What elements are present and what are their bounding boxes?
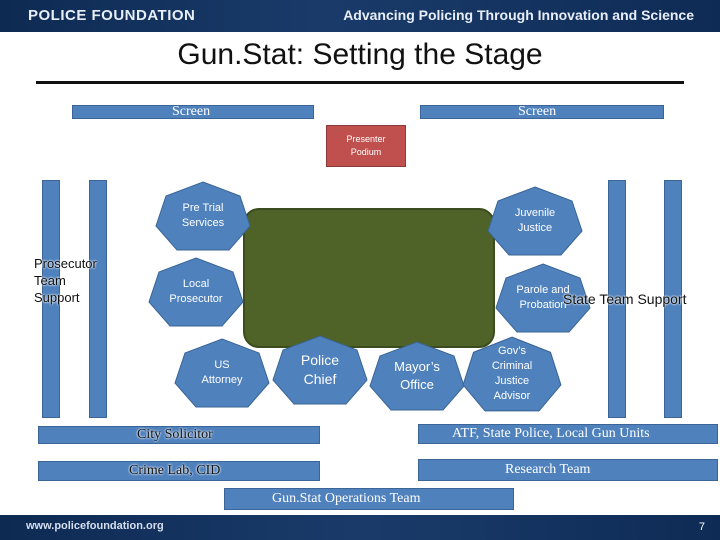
heptagon-shape [148, 257, 244, 327]
page-number: 7 [698, 521, 705, 533]
node-local-prosecutor: Local Prosecutor [146, 256, 246, 328]
left-screen [72, 105, 314, 119]
header-banner [0, 0, 720, 32]
crime-lab-bar [38, 461, 320, 481]
left-screen-label: Screen [172, 104, 211, 119]
prosecutor-team-support-label: Prosecutor Team Support [34, 256, 97, 305]
left-inner-pillar [89, 180, 107, 418]
heptagon-shape [487, 186, 583, 256]
heptagon-shape [369, 341, 465, 411]
header-tagline: Advancing Policing Through Innovation an… [343, 7, 694, 23]
node-label: US Attorney [201, 359, 243, 386]
node-label: Local Prosecutor [169, 278, 223, 305]
node-us-attorney: US Attorney [172, 337, 272, 409]
atf-bar [418, 424, 718, 444]
research-team-bar [418, 459, 718, 481]
slide-title: Gun.Stat: Setting the Stage [177, 38, 543, 71]
node-parole-probation: Parole and Probation [493, 262, 593, 334]
heptagon-shape [174, 338, 270, 408]
atf-label: ATF, State Police, Local Gun Units [452, 426, 650, 441]
city-solicitor-bar [38, 426, 320, 444]
node-label: Mayor’s Office [394, 359, 440, 392]
city-solicitor-label: City Solicitor [137, 427, 213, 442]
right-inner-pillar [608, 180, 626, 418]
central-table [243, 208, 495, 348]
presenter-podium: Presenter Podium [326, 125, 406, 167]
left-outer-pillar [42, 180, 60, 418]
heptagon-shape [495, 263, 591, 333]
node-gov-advisor: Gov’s Criminal Justice Advisor [460, 335, 564, 413]
node-pretrial-services: Pre Trial Services [153, 180, 253, 252]
footer-url: www.policefoundation.org [26, 520, 164, 532]
footer-banner [0, 515, 720, 540]
node-juvenile-justice: Juvenile Justice [485, 185, 585, 257]
node-police-chief: Police Chief [270, 334, 370, 406]
research-team-label: Research Team [505, 462, 591, 477]
operations-team-label: Gun.Stat Operations Team [272, 491, 421, 506]
heptagon-shape [272, 335, 368, 405]
crime-lab-label: Crime Lab, CID [129, 463, 221, 478]
node-mayors-office: Mayor’s Office [367, 340, 467, 412]
state-team-support-label: State Team Support [563, 291, 687, 307]
police-foundation-logo: POLICE FOUNDATION [28, 7, 196, 24]
podium-label: Presenter Podium [346, 134, 386, 157]
heptagon-shape [155, 181, 251, 251]
node-label: Gov’s Criminal Justice Advisor [491, 345, 533, 402]
title-underline [36, 81, 684, 84]
right-outer-pillar [664, 180, 682, 418]
right-screen [420, 105, 664, 119]
node-label: Pre Trial Services [181, 202, 225, 229]
node-label: Parole and Probation [516, 284, 570, 311]
node-label: Juvenile Justice [514, 207, 556, 234]
operations-team-bar [224, 488, 514, 510]
heptagon-shape [462, 336, 562, 412]
node-label: Police Chief [300, 352, 340, 387]
right-screen-label: Screen [518, 104, 557, 119]
